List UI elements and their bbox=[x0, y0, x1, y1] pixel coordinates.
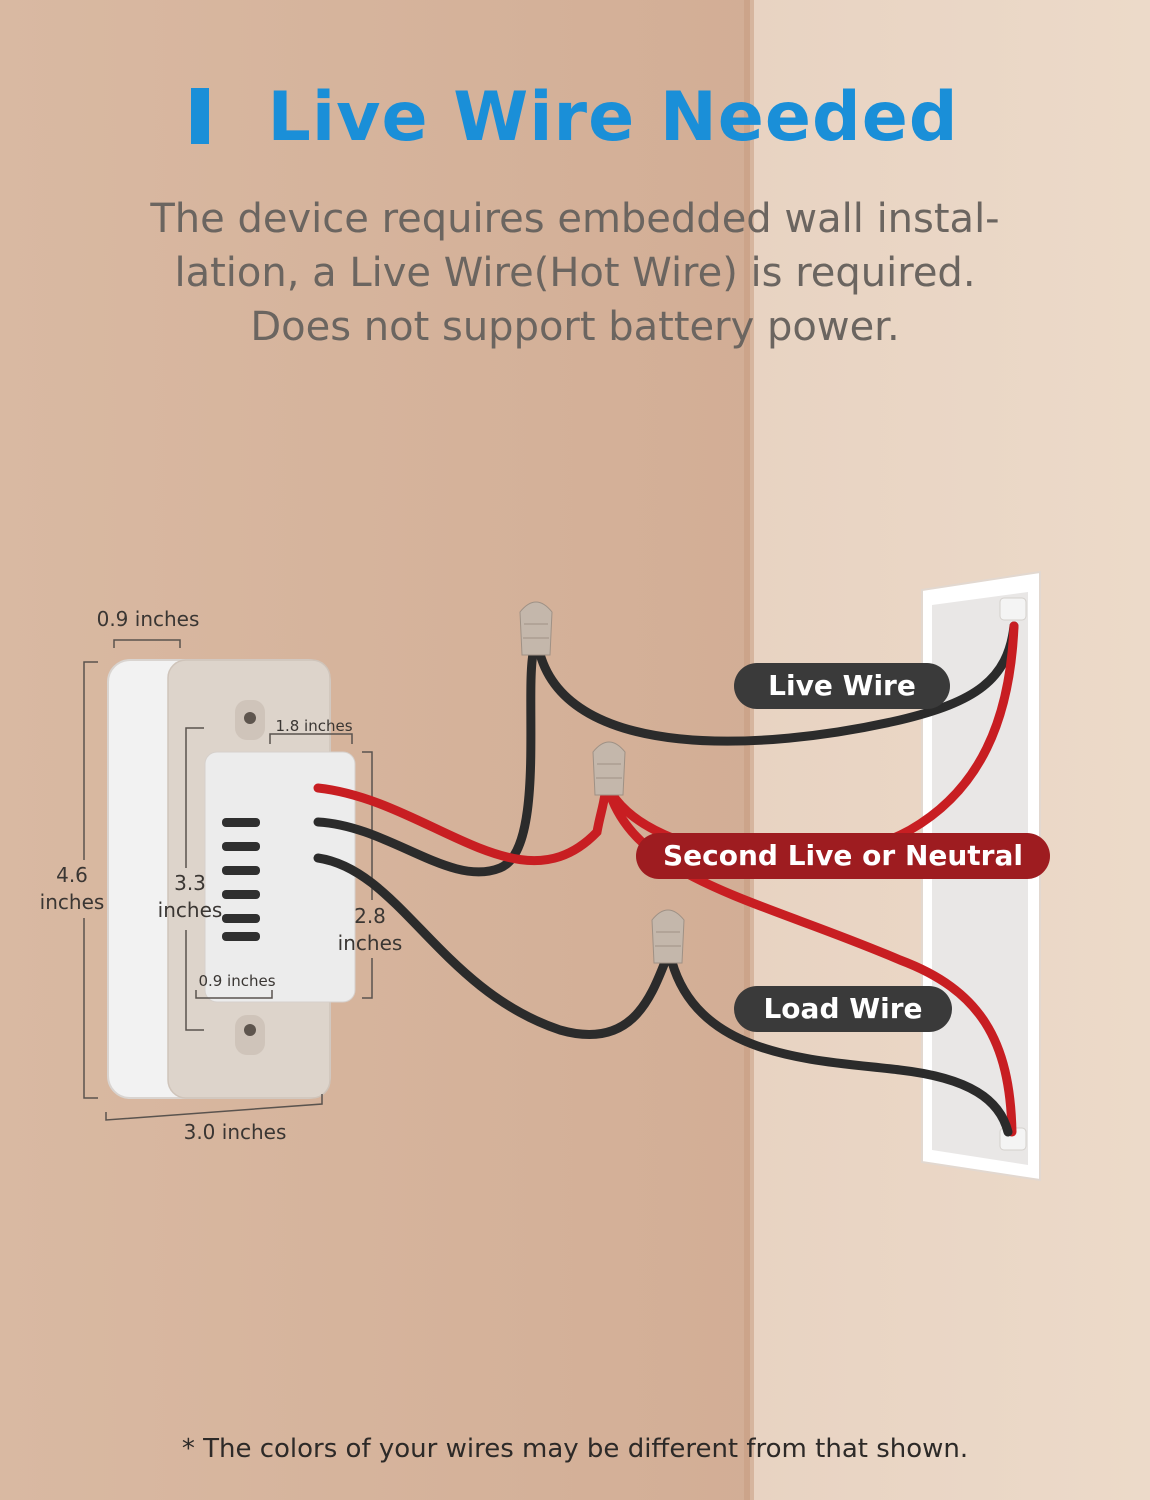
subtitle-line-2: lation, a Live Wire(Hot Wire) is require… bbox=[174, 250, 976, 296]
switch-device bbox=[107, 659, 356, 1099]
red-wire-main bbox=[313, 783, 610, 866]
label-second-live-or-neutral: Second Live or Neutral bbox=[636, 833, 1050, 879]
wire-nut-top bbox=[519, 601, 553, 656]
footnote: * The colors of your wires may be differ… bbox=[181, 1434, 969, 1464]
title-text: Live Wire Needed bbox=[267, 78, 959, 157]
dim-height-total: 4.6 inches bbox=[39, 863, 105, 914]
subtitle-line-1: The device requires embedded wall instal… bbox=[150, 196, 1000, 242]
black-wire-load-right bbox=[667, 957, 1013, 1137]
wire-nut-bottom bbox=[651, 909, 685, 964]
black-wire-live bbox=[313, 649, 538, 877]
black-wire-load bbox=[313, 853, 670, 1040]
dimension-lines bbox=[83, 639, 373, 1121]
label-live-wire: Live Wire bbox=[734, 663, 950, 709]
dim-module-bottom-width: 0.9 inches bbox=[198, 972, 276, 990]
dim-width-total: 3.0 inches bbox=[183, 1120, 287, 1144]
label-load-wire: Load Wire bbox=[734, 986, 952, 1032]
page-title: Live Wire Needed bbox=[0, 78, 1150, 157]
subtitle: The device requires embedded wall instal… bbox=[60, 192, 1090, 354]
black-wire-live-right bbox=[535, 621, 1019, 746]
title-accent-bar bbox=[191, 88, 210, 144]
wire-nut-middle bbox=[592, 741, 626, 796]
dim-module-height-right: 2.8 inches bbox=[337, 904, 403, 955]
dim-module-width: 1.8 inches bbox=[275, 717, 353, 735]
dim-module-height-left: 3.3 inches bbox=[157, 871, 223, 922]
dim-depth-top: 0.9 inches bbox=[96, 607, 200, 631]
subtitle-line-3: Does not support battery power. bbox=[250, 304, 900, 350]
